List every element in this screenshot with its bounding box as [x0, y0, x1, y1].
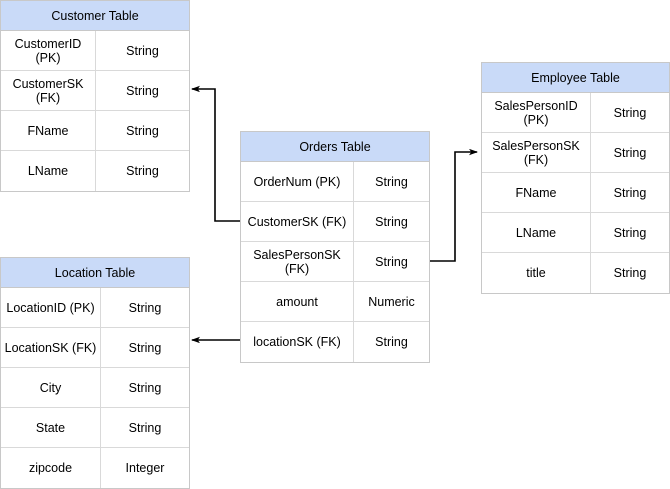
field-type: String: [126, 123, 159, 138]
field-name: CustomerSK (FK): [241, 202, 354, 241]
field-name: SalesPersonSK (FK): [241, 242, 354, 281]
field-type: String: [613, 145, 647, 160]
field-type: String: [126, 83, 159, 98]
table-row[interactable]: City String: [1, 368, 189, 408]
er-table-title-orders: Orders Table: [241, 132, 429, 162]
relationship-arrow-orders-customer: [191, 85, 240, 222]
table-row[interactable]: zipcode Integer: [1, 448, 189, 488]
table-row[interactable]: FName String: [1, 111, 189, 151]
table-row[interactable]: CustomerID (PK) String: [1, 31, 189, 71]
er-table-title-location: Location Table: [1, 258, 189, 288]
table-row[interactable]: LName String: [482, 213, 669, 253]
table-row[interactable]: amount Numeric: [241, 282, 429, 322]
field-name: locationSK (FK): [241, 322, 354, 362]
field-name: OrderNum (PK): [241, 162, 354, 201]
field-name: amount: [241, 282, 354, 321]
field-name: State: [1, 408, 101, 447]
field-name: CustomerID (PK): [1, 31, 96, 70]
field-type: String: [613, 266, 647, 280]
table-row[interactable]: locationSK (FK) String: [241, 322, 429, 362]
field-name: LocationID (PK): [1, 288, 101, 327]
field-type: String: [375, 174, 408, 189]
table-row[interactable]: OrderNum (PK) String: [241, 162, 429, 202]
er-table-title-customer: Customer Table: [1, 1, 189, 31]
field-type: String: [128, 300, 162, 315]
field-name: CustomerSK (FK): [1, 71, 96, 110]
field-name: LName: [482, 213, 591, 252]
field-name: SalesPersonID (PK): [482, 93, 591, 132]
field-type: String: [128, 380, 162, 395]
field-type: String: [126, 43, 159, 58]
field-type: String: [375, 254, 408, 269]
table-row[interactable]: LName String: [1, 151, 189, 191]
field-name: title: [482, 253, 591, 293]
field-type: String: [375, 335, 408, 349]
field-name: LocationSK (FK): [1, 328, 101, 367]
table-row[interactable]: SalesPersonSK (FK) String: [241, 242, 429, 282]
field-type: String: [126, 164, 159, 178]
table-row[interactable]: SalesPersonSK (FK) String: [482, 133, 669, 173]
table-row[interactable]: State String: [1, 408, 189, 448]
relationship-arrow-orders-employee: [430, 148, 478, 262]
field-name: SalesPersonSK (FK): [482, 133, 591, 172]
field-type: String: [613, 185, 647, 200]
field-name: FName: [1, 111, 96, 150]
table-row[interactable]: SalesPersonID (PK) String: [482, 93, 669, 133]
field-type: String: [128, 420, 162, 435]
field-name: FName: [482, 173, 591, 212]
field-type: String: [613, 105, 647, 120]
field-type: String: [613, 225, 647, 240]
field-type: String: [375, 214, 408, 229]
field-name: City: [1, 368, 101, 407]
field-type: Numeric: [368, 294, 415, 309]
table-row[interactable]: CustomerSK (FK) String: [1, 71, 189, 111]
field-type: String: [128, 340, 162, 355]
table-row[interactable]: LocationSK (FK) String: [1, 328, 189, 368]
field-type: Integer: [125, 461, 165, 475]
field-name: zipcode: [1, 448, 101, 488]
field-name: LName: [1, 151, 96, 191]
er-table-title-employee: Employee Table: [482, 63, 669, 93]
table-row[interactable]: LocationID (PK) String: [1, 288, 189, 328]
table-row[interactable]: title String: [482, 253, 669, 293]
table-row[interactable]: FName String: [482, 173, 669, 213]
table-row[interactable]: CustomerSK (FK) String: [241, 202, 429, 242]
